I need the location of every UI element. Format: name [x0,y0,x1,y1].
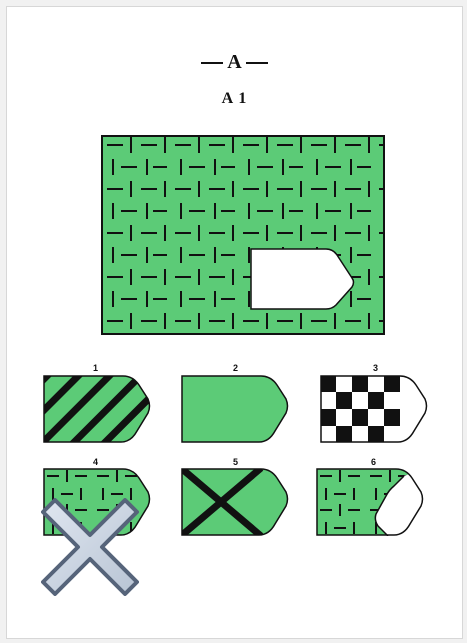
problem-id: A 1 [7,90,462,108]
option-2-piece[interactable] [181,375,289,443]
option-5-piece[interactable] [181,468,289,536]
option-1-piece[interactable] [43,375,151,443]
option-3-number: 3 [373,363,378,373]
option-6-piece[interactable] [316,468,424,536]
heading-right-dash [246,62,268,64]
option-3-piece[interactable] [320,375,428,443]
main-figure-missing-piece [251,249,354,309]
option-6-number: 6 [371,457,376,467]
option-1-number: 1 [93,363,98,373]
main-figure-field [102,136,384,334]
main-pattern-figure [101,135,385,335]
section-letter: A [227,51,241,74]
wrong-answer-cross-icon [41,498,139,596]
option-2-number: 2 [233,363,238,373]
test-page: A A 1 1 [6,6,463,639]
option-4-number: 4 [93,457,98,467]
heading-left-dash [201,62,223,64]
option-5-number: 5 [233,457,238,467]
section-heading: A [7,51,462,74]
